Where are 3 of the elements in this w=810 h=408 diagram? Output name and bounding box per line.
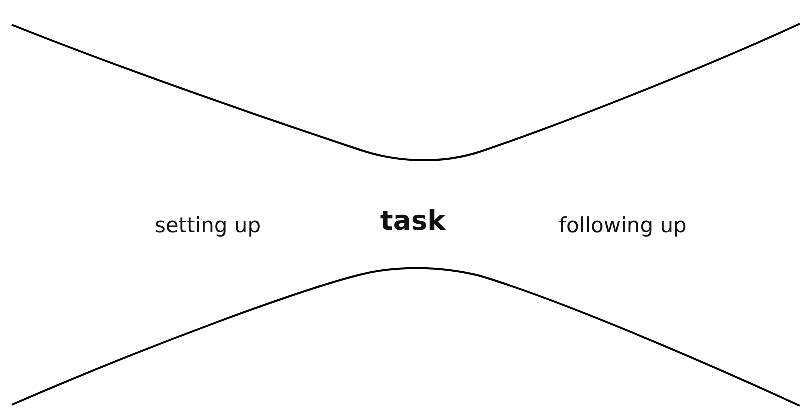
text-label: task bbox=[380, 207, 446, 237]
text-label: setting up bbox=[154, 214, 262, 238]
text-label: following up bbox=[559, 214, 687, 238]
